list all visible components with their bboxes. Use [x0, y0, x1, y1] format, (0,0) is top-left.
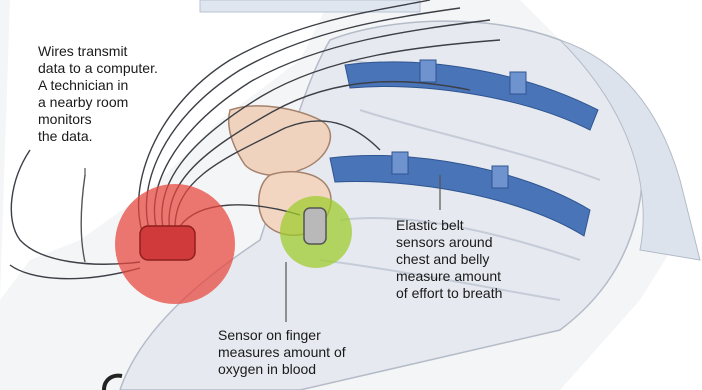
belt-caption-line: chest and belly [396, 251, 502, 268]
belt-caption-line: sensors around [396, 234, 502, 251]
finger-sensor-icon [304, 208, 326, 244]
monitor-hub-icon [140, 226, 195, 260]
wires-caption-line: the data. [38, 128, 158, 145]
belt-caption-line: measure amount [396, 268, 502, 285]
belt-caption: Elastic belt sensors around chest and be… [396, 217, 502, 302]
finger-caption-line: Sensor on finger [218, 327, 346, 344]
belt-caption-line: of effort to breath [396, 285, 502, 302]
finger-caption: Sensor on finger measures amount of oxyg… [218, 327, 346, 378]
wires-caption-line: a nearby room [38, 94, 158, 111]
finger-caption-line: measures amount of [218, 344, 346, 361]
belt-caption-line: Elastic belt [396, 217, 502, 234]
wires-caption: Wires transmit data to a computer. A tec… [38, 43, 158, 145]
wires-caption-line: A technician in [38, 77, 158, 94]
wires-caption-line: Wires transmit [38, 43, 158, 60]
wires-caption-line: data to a computer. [38, 60, 158, 77]
wires-caption-line: monitors [38, 111, 158, 128]
finger-caption-line: oxygen in blood [218, 361, 346, 378]
